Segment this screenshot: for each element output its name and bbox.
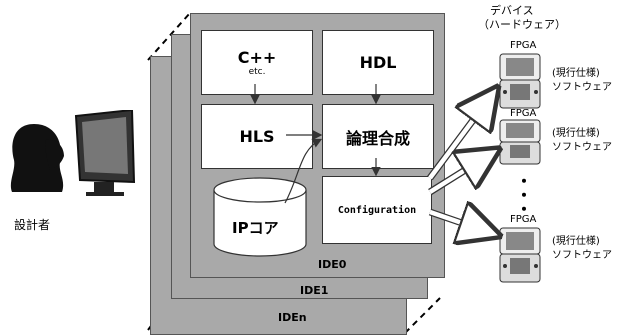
arrow-to-device-1 <box>430 92 494 178</box>
arrow-to-device-2 <box>430 152 494 192</box>
arrow-to-device-3 <box>430 212 494 234</box>
